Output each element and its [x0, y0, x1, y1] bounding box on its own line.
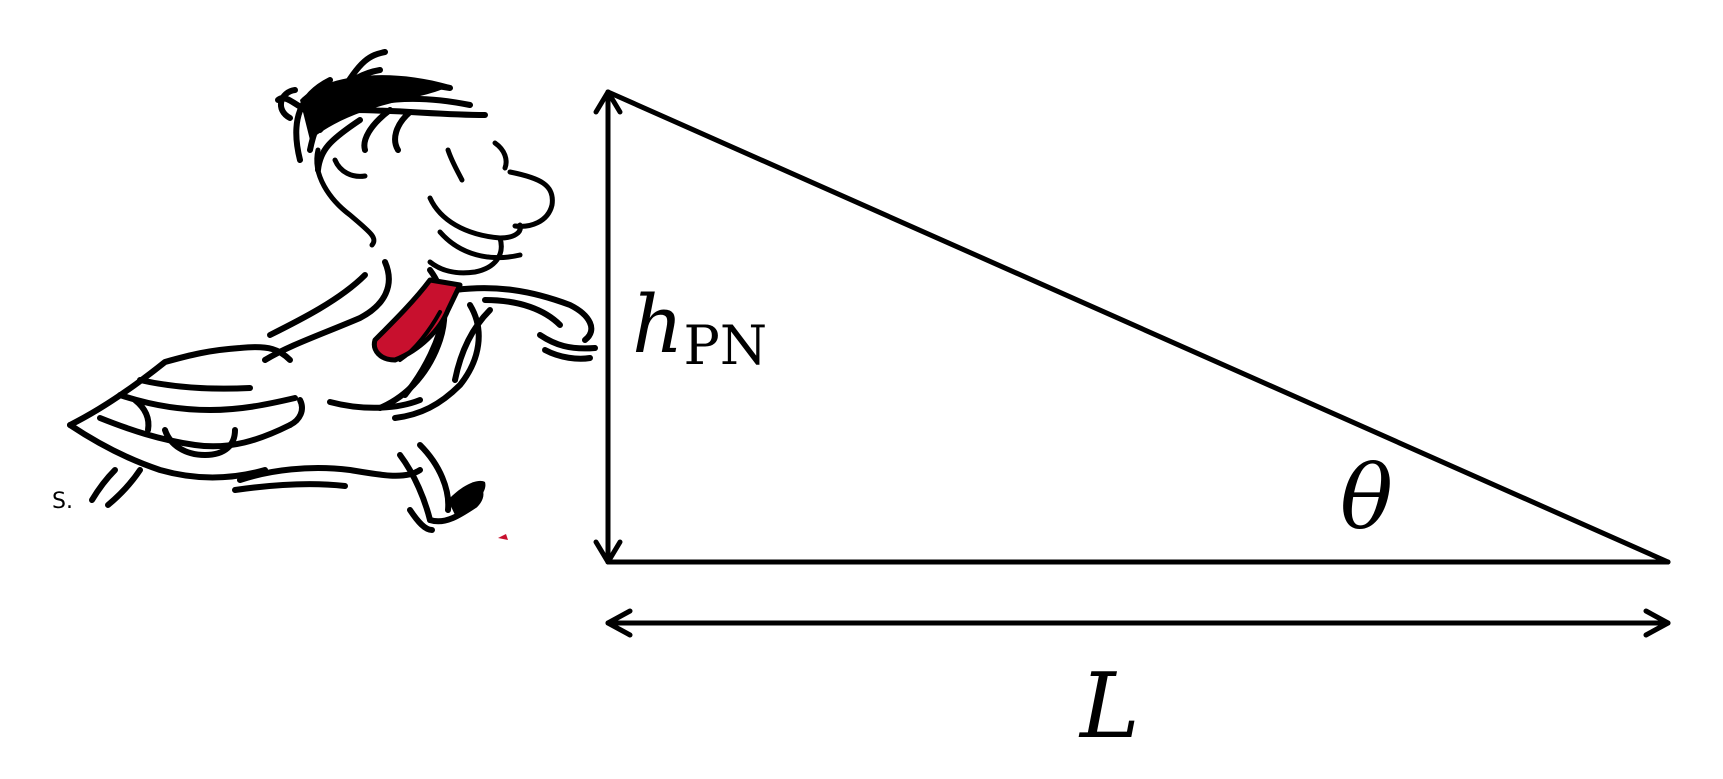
length-arrow-right-head	[1643, 608, 1671, 638]
length-label: L	[1078, 654, 1140, 759]
shoe-icon	[448, 480, 486, 515]
tie-stripe	[398, 310, 442, 362]
triangle-diagram	[593, 89, 1671, 638]
legs-icon	[89, 442, 484, 533]
height-subscript: PN	[684, 314, 768, 377]
briefcase-icon	[67, 344, 305, 481]
cartoon-boy-illustration	[67, 49, 598, 540]
face-icon	[314, 140, 555, 276]
angle-label: θ	[1340, 446, 1393, 549]
artist-signature: S.	[52, 489, 73, 514]
tie-icon	[371, 277, 463, 363]
height-arrow-top-head	[593, 89, 623, 115]
hypotenuse-line	[605, 89, 1671, 565]
height-symbol: h	[632, 278, 684, 371]
height-label: hPN	[632, 278, 767, 377]
length-arrow-left-head	[605, 608, 633, 638]
height-arrow-bottom-head	[593, 539, 623, 565]
hair-mass	[300, 75, 450, 140]
red-mark	[498, 534, 508, 540]
body-icon	[262, 259, 598, 421]
